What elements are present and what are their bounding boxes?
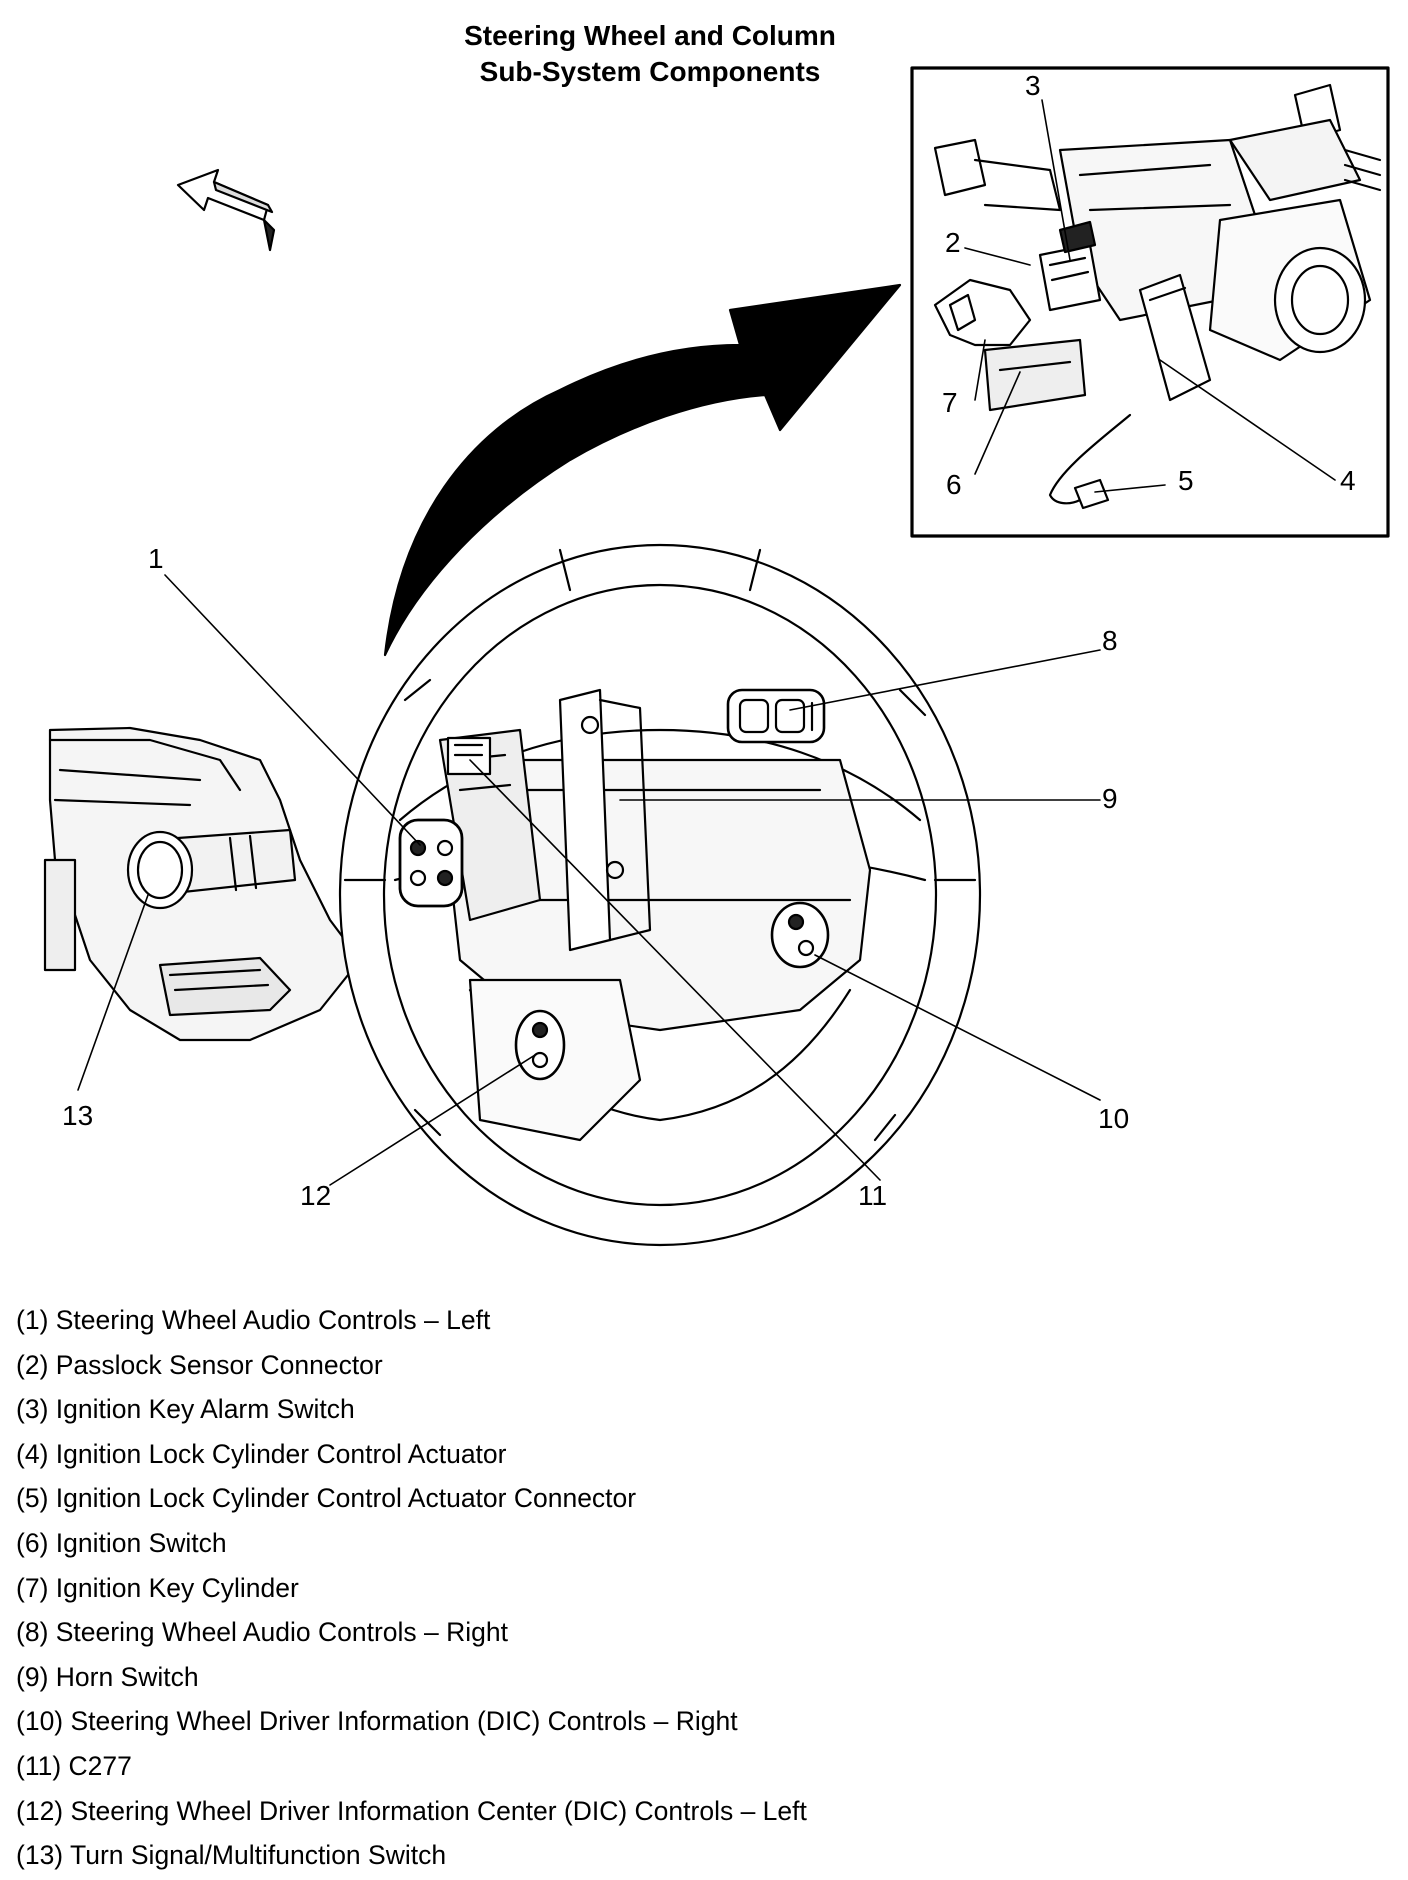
legend-item-6: (6) Ignition Switch bbox=[16, 1527, 227, 1558]
legend-item-11: (11) C277 bbox=[16, 1750, 132, 1781]
callout-11: 11 bbox=[858, 1180, 887, 1211]
audio-controls-left bbox=[398, 818, 464, 908]
zoom-arrow-icon bbox=[383, 283, 902, 657]
callout-6: 6 bbox=[946, 469, 962, 500]
audio-controls-right bbox=[726, 688, 826, 744]
callout-2: 2 bbox=[945, 227, 961, 258]
diagram-title: Steering Wheel and Column Sub-System Com… bbox=[420, 18, 880, 90]
inset-box bbox=[910, 66, 1390, 538]
legend-item-13: (13) Turn Signal/Multifunction Switch bbox=[16, 1840, 447, 1871]
legend-item-9: (9) Horn Switch bbox=[16, 1661, 199, 1692]
callout-9: 9 bbox=[1102, 783, 1118, 814]
legend-list: (1) Steering Wheel Audio Controls – Left… bbox=[16, 1298, 1386, 1878]
legend-item-7: (7) Ignition Key Cylinder bbox=[16, 1572, 299, 1603]
legend-item-8: (8) Steering Wheel Audio Controls – Righ… bbox=[16, 1617, 508, 1648]
legend-item-10: (10) Steering Wheel Driver Information (… bbox=[16, 1706, 738, 1737]
direction-arrow-icon bbox=[176, 168, 276, 252]
c277-connector bbox=[446, 736, 492, 776]
turn-signal-switch bbox=[126, 828, 297, 910]
callout-10: 10 bbox=[1098, 1103, 1129, 1134]
callout-4: 4 bbox=[1340, 465, 1356, 496]
legend-item-12: (12) Steering Wheel Driver Information C… bbox=[16, 1795, 807, 1826]
callout-8: 8 bbox=[1102, 625, 1118, 656]
leader-lines bbox=[77, 99, 1336, 1186]
title-line-1: Steering Wheel and Column bbox=[464, 20, 836, 51]
callout-5: 5 bbox=[1178, 465, 1194, 496]
dic-controls-left bbox=[514, 1009, 566, 1081]
title-line-2: Sub-System Components bbox=[479, 56, 821, 87]
callout-1: 1 bbox=[148, 543, 164, 574]
legend-item-4: (4) Ignition Lock Cylinder Control Actua… bbox=[16, 1438, 507, 1469]
callout-13: 13 bbox=[62, 1100, 93, 1131]
legend-item-1: (1) Steering Wheel Audio Controls – Left bbox=[16, 1305, 491, 1335]
legend-item-3: (3) Ignition Key Alarm Switch bbox=[16, 1394, 355, 1425]
legend-item-5: (5) Ignition Lock Cylinder Control Actua… bbox=[16, 1483, 637, 1514]
callout-3: 3 bbox=[1025, 70, 1041, 101]
callout-7: 7 bbox=[942, 387, 958, 418]
callout-12: 12 bbox=[300, 1180, 331, 1211]
dic-controls-right bbox=[770, 901, 830, 969]
callout-labels: 1 2 3 4 5 6 7 8 9 10 11 12 13 bbox=[62, 70, 1356, 1211]
legend-item-2: (2) Passlock Sensor Connector bbox=[16, 1349, 383, 1380]
